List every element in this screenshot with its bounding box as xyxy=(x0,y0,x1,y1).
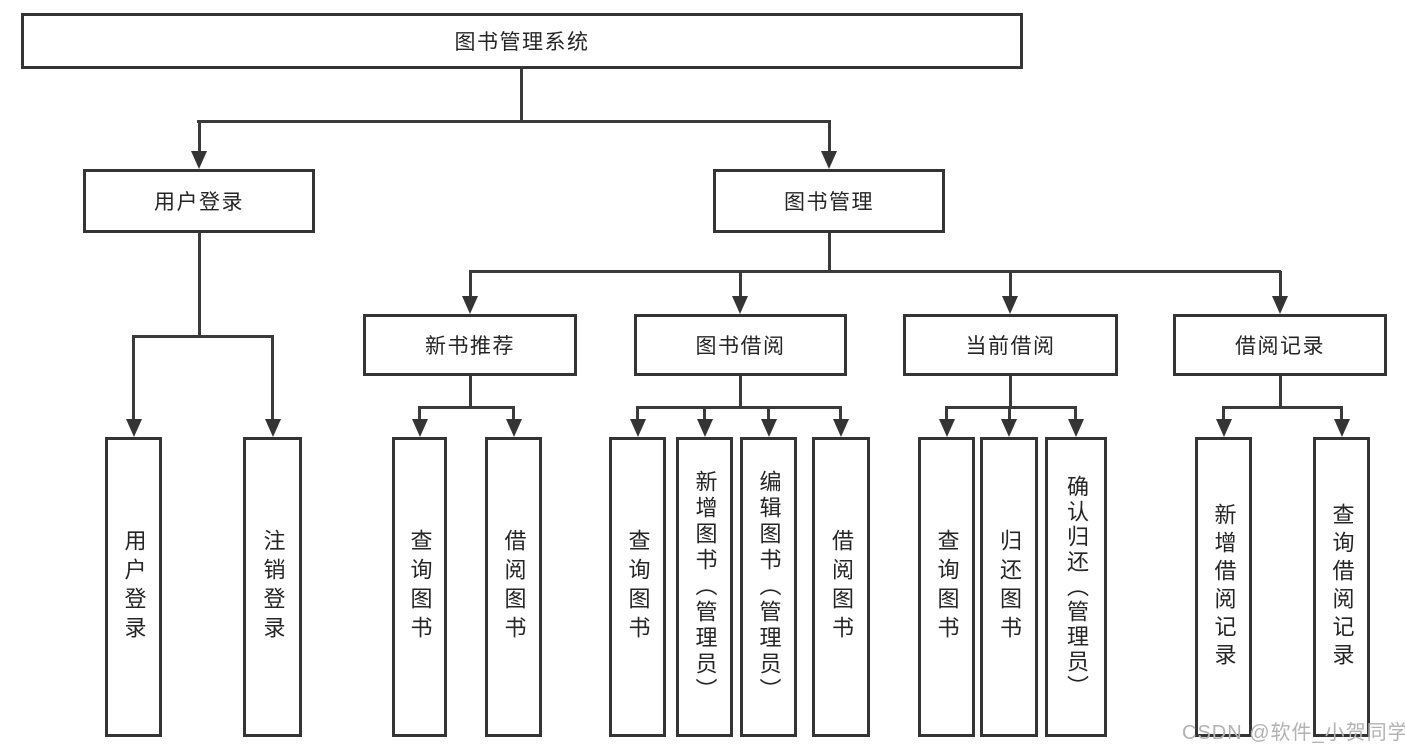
connector xyxy=(1008,407,1011,423)
leaf-label: 编辑图书（管理员） xyxy=(756,470,782,704)
arrow-down-icon xyxy=(833,419,849,437)
leaf-nb-query-book: 查询图书 xyxy=(392,437,447,737)
connector xyxy=(469,376,472,407)
arrow-down-icon xyxy=(126,419,142,437)
connector xyxy=(739,271,742,298)
connector xyxy=(945,407,948,423)
connector xyxy=(132,336,135,423)
arrow-down-icon xyxy=(1068,419,1084,437)
node-new-book-recommend: 新书推荐 xyxy=(363,314,577,376)
node-book-borrow: 图书借阅 xyxy=(634,314,847,376)
leaf-label: 查询图书 xyxy=(407,529,433,645)
leaf-br-query-record: 查询借阅记录 xyxy=(1313,437,1370,737)
leaf-br-add-record: 新增借阅记录 xyxy=(1195,437,1252,737)
arrow-down-icon xyxy=(506,419,522,437)
leaf-user-login: 用户登录 xyxy=(105,437,162,737)
leaf-logout: 注销登录 xyxy=(243,437,302,737)
connector xyxy=(198,233,201,338)
connector xyxy=(418,406,515,409)
connector xyxy=(1074,407,1077,423)
arrow-down-icon xyxy=(1334,419,1350,437)
arrow-down-icon xyxy=(1272,296,1288,314)
leaf-cb-confirm-return-admin: 确认归还（管理员） xyxy=(1045,437,1107,737)
arrow-down-icon xyxy=(1002,296,1018,314)
connector xyxy=(828,121,831,153)
connector xyxy=(469,271,472,298)
leaf-label: 借阅图书 xyxy=(829,529,854,645)
csdn-watermark: CSDN @软件_小贺同学 xyxy=(1182,722,1405,744)
connector xyxy=(767,407,770,423)
connector xyxy=(703,407,706,423)
arrow-down-icon xyxy=(462,296,478,314)
leaf-bb-add-book-admin: 新增图书（管理员） xyxy=(676,437,733,737)
leaf-label: 归还图书 xyxy=(997,529,1022,645)
arrow-down-icon xyxy=(1216,419,1232,437)
leaf-bb-query-book: 查询图书 xyxy=(609,437,666,737)
leaf-label: 确认归还（管理员） xyxy=(1064,474,1089,700)
leaf-label: 查询图书 xyxy=(625,529,651,645)
leaf-label: 注销登录 xyxy=(260,529,286,645)
arrow-down-icon xyxy=(939,419,955,437)
connector xyxy=(512,407,515,423)
connector xyxy=(1222,407,1225,423)
connector xyxy=(520,69,523,123)
connector xyxy=(1222,406,1343,409)
leaf-label: 查询图书 xyxy=(934,529,960,645)
connector xyxy=(828,233,831,271)
leaf-label: 用户登录 xyxy=(121,529,147,645)
arrow-down-icon xyxy=(1001,419,1017,437)
connector xyxy=(198,121,201,153)
node-user-login: 用户登录 xyxy=(83,169,315,233)
connector xyxy=(636,406,842,409)
arrow-down-icon xyxy=(821,151,837,169)
leaf-cb-query-book: 查询图书 xyxy=(918,437,975,737)
connector xyxy=(1279,376,1282,407)
connector xyxy=(469,270,1281,273)
arrow-down-icon xyxy=(265,419,281,437)
connector xyxy=(1279,271,1282,298)
node-book-management: 图书管理 xyxy=(713,169,945,233)
node-borrow-record: 借阅记录 xyxy=(1173,314,1387,376)
node-current-borrow: 当前借阅 xyxy=(903,314,1118,376)
node-system-root: 图书管理系统 xyxy=(21,13,1023,69)
leaf-label: 新增借阅记录 xyxy=(1211,503,1237,671)
connector xyxy=(1009,271,1012,298)
connector xyxy=(636,407,639,423)
leaf-nb-borrow-book: 借阅图书 xyxy=(485,437,542,737)
connector xyxy=(271,336,274,423)
connector xyxy=(839,407,842,423)
leaf-cb-return-book: 归还图书 xyxy=(980,437,1038,737)
connector xyxy=(197,120,831,123)
connector xyxy=(945,406,1077,409)
connector xyxy=(418,407,421,423)
connector xyxy=(1340,407,1343,423)
arrow-down-icon xyxy=(412,419,428,437)
leaf-label: 借阅图书 xyxy=(501,529,527,645)
arrow-down-icon xyxy=(697,419,713,437)
connector xyxy=(739,376,742,407)
arrow-down-icon xyxy=(630,419,646,437)
leaf-label: 新增图书（管理员） xyxy=(692,470,718,704)
arrow-down-icon xyxy=(191,151,207,169)
leaf-bb-edit-book-admin: 编辑图书（管理员） xyxy=(740,437,797,737)
leaf-bb-borrow-book: 借阅图书 xyxy=(812,437,870,737)
arrow-down-icon xyxy=(761,419,777,437)
leaf-label: 查询借阅记录 xyxy=(1329,503,1355,671)
connector xyxy=(132,335,274,338)
connector xyxy=(1009,376,1012,407)
arrow-down-icon xyxy=(732,296,748,314)
